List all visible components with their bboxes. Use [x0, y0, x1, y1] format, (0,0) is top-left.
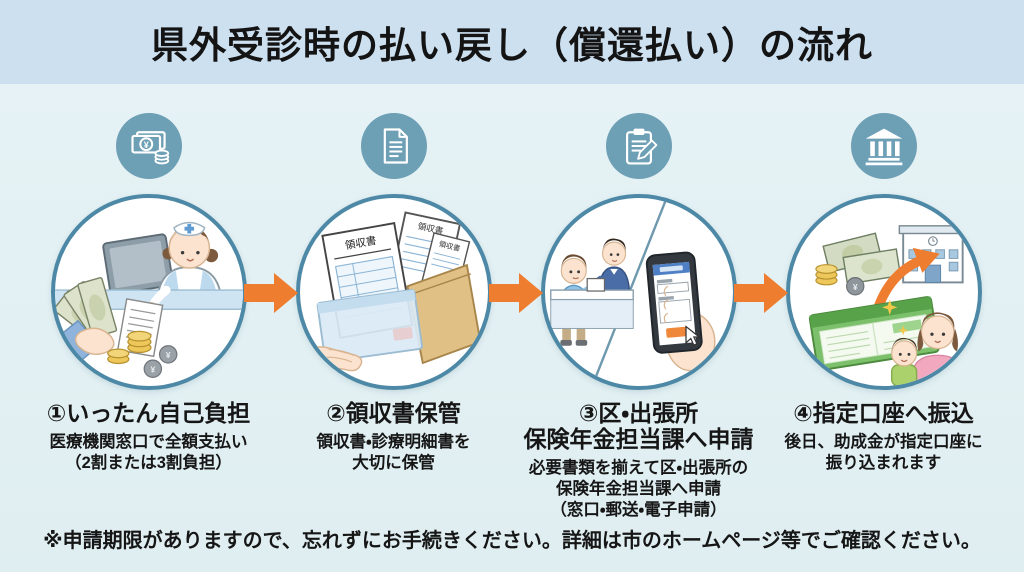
coins: ¥ ¥	[106, 330, 177, 378]
fingers	[663, 285, 668, 324]
title-banner: 県外受診時の払い戻し（償還払い）の流れ	[0, 0, 1024, 84]
nurse	[156, 221, 221, 292]
yen-coin-symbol: ¥	[165, 350, 170, 360]
yen-coin-symbol: ¥	[150, 365, 155, 375]
sparkles	[881, 299, 908, 336]
step-4-illustration-transfer: ¥	[785, 194, 982, 390]
clipboard-pencil-icon	[605, 113, 672, 179]
application-illustration	[549, 199, 715, 385]
step-1-title: ①いったん自己負担	[46, 400, 251, 426]
step-3-apply: ③区・出張所 保険年金担当課へ申請 必要書類を揃えて区・出張所の 保険年金担当課…	[516, 113, 761, 521]
computer-monitor	[101, 233, 174, 296]
step-3-illustration-application	[540, 194, 737, 390]
bank-icon-glyph	[865, 128, 902, 166]
medical-counter-payment-illustration: ¥ ¥	[54, 221, 243, 378]
step-1-description: 医療機関窓口で全額支払い （2割または3割負担）	[49, 432, 248, 472]
page-title: 県外受診時の払い戻し（償還払い）の流れ	[151, 25, 873, 66]
step-4-bank-transfer: ¥	[761, 113, 1006, 474]
receipt-label: 領収書	[416, 220, 444, 236]
step-1-illustration-medical-counter: ¥ ¥	[50, 194, 247, 390]
step-2-title: ②領収書保管	[326, 400, 461, 426]
banknotes	[821, 232, 901, 285]
bank-icon	[850, 113, 917, 179]
document-icon-glyph	[383, 128, 408, 164]
yen-banknote-coins-icon-glyph: ¥	[130, 131, 169, 165]
smartphone-scene	[645, 251, 715, 372]
yen-coin-symbol: ¥	[852, 282, 857, 292]
bank-transfer-illustration: ¥	[808, 225, 967, 386]
flow-arrow-2	[489, 273, 543, 313]
step-2-illustration-receipts: 領収書 領収書	[295, 194, 492, 390]
clipboard-pencil-icon-glyph	[625, 128, 657, 165]
receipt-storage-illustration: 領収書 領収書	[300, 211, 481, 372]
yen-banknote-coins-icon: ¥	[115, 113, 182, 179]
yen-symbol: ¥	[143, 140, 149, 150]
document-icon	[360, 113, 427, 179]
clear-folder	[316, 289, 423, 363]
deadline-footnote: ※申請期限がありますので、忘れずにお手続きください。詳細は市のホームページ等でご…	[43, 530, 981, 552]
step-4-title: ④指定口座へ振込	[793, 400, 974, 426]
step-2-description: 領収書・診療明細書を 大切に保管	[316, 432, 471, 472]
receipt-label: 領収書	[343, 234, 376, 252]
counter-application-scene	[549, 238, 634, 346]
cursor-pointer	[684, 325, 701, 347]
coins: ¥	[814, 264, 864, 296]
flow-arrow-1	[244, 273, 298, 313]
step-3-description: 必要書類を揃えて区・出張所の 保険年金担当課へ申請 （窓口・郵送・電子申請）	[528, 458, 749, 519]
step-4-description: 後日、助成金が指定口座に 振り込まれます	[784, 432, 983, 472]
step-2-keep-receipts: 領収書 領収書	[271, 113, 516, 474]
step-1-self-payment: ¥	[26, 113, 271, 474]
step-3-title: ③区・出張所 保険年金担当課へ申請	[523, 400, 754, 452]
flow-arrow-3	[734, 273, 788, 313]
